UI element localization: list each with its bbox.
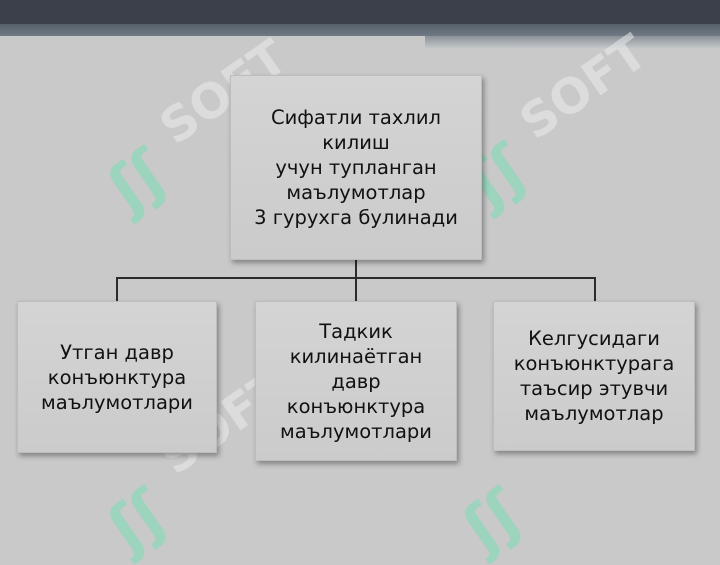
connector-right-down (594, 277, 596, 301)
connector-root-down (355, 258, 357, 278)
connector-center-down (355, 277, 357, 301)
slide-header-stripe (0, 24, 720, 36)
child-node-future-data: Келгусидаги конъюнктурага таъсир этувчи … (493, 301, 695, 451)
watermark-logo: ʃʃ (95, 475, 180, 565)
root-node: Сифатли тахлил килиш учун тупланган маъл… (230, 75, 482, 260)
watermark-logo: ʃʃ (450, 475, 535, 565)
watermark-logo: ʃʃ (95, 135, 180, 225)
slide-header-bar (0, 0, 720, 24)
child-node-current-data: Тадкик килинаётган давр конъюнктура маъл… (255, 301, 457, 461)
slide-header-accent (425, 36, 720, 48)
connector-left-down (116, 277, 118, 301)
child-node-past-data: Утган давр конъюнктура маълумотлари (17, 301, 217, 453)
